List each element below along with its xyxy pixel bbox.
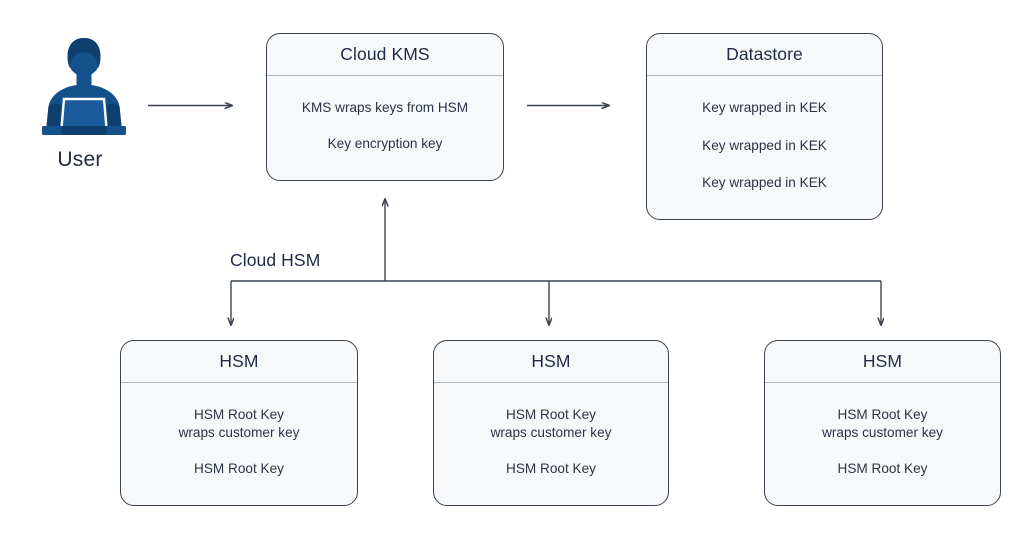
node-datastore-title: Datastore <box>647 34 882 76</box>
node-hsm-3[interactable]: HSM HSM Root Key wraps customer key HSM … <box>764 340 1001 506</box>
node-hsm-3-body: HSM Root Key wraps customer key HSM Root… <box>765 383 1000 505</box>
node-hsm-1-title: HSM <box>121 341 357 383</box>
node-hsm-1-body: HSM Root Key wraps customer key HSM Root… <box>121 383 357 505</box>
node-datastore-body: Key wrapped in KEK Key wrapped in KEK Ke… <box>647 76 882 219</box>
node-hsm-3-row: HSM Root Key <box>837 461 928 477</box>
node-hsm-2-row: HSM Root Key wraps customer key <box>490 406 612 440</box>
node-datastore-row: Key wrapped in KEK <box>702 174 827 190</box>
node-datastore[interactable]: Datastore Key wrapped in KEK Key wrapped… <box>646 33 883 220</box>
node-hsm-2-title: HSM <box>434 341 668 383</box>
node-hsm-1-row: HSM Root Key wraps customer key <box>178 406 300 440</box>
node-cloud-kms-title: Cloud KMS <box>267 34 503 76</box>
node-cloud-kms-row: KMS wraps keys from HSM <box>301 99 469 115</box>
node-hsm-3-title: HSM <box>765 341 1000 383</box>
user-label: User <box>57 148 103 171</box>
node-hsm-3-row: HSM Root Key wraps customer key <box>822 406 943 440</box>
node-cloud-kms-row: Key encryption key <box>327 136 443 152</box>
node-hsm-1[interactable]: HSM HSM Root Key wraps customer key HSM … <box>120 340 358 506</box>
node-datastore-row: Key wrapped in KEK <box>702 137 827 153</box>
node-datastore-row: Key wrapped in KEK <box>702 100 827 116</box>
node-cloud-kms[interactable]: Cloud KMS KMS wraps keys from HSM Key en… <box>266 33 504 181</box>
node-hsm-2-body: HSM Root Key wraps customer key HSM Root… <box>434 383 668 505</box>
user-at-laptop-icon <box>42 38 126 135</box>
node-hsm-2-row: HSM Root Key <box>506 461 596 477</box>
cloud-hsm-group-label: Cloud HSM <box>230 250 321 270</box>
node-cloud-kms-body: KMS wraps keys from HSM Key encryption k… <box>267 76 503 180</box>
node-hsm-2[interactable]: HSM HSM Root Key wraps customer key HSM … <box>433 340 669 506</box>
node-hsm-1-row: HSM Root Key <box>194 461 284 477</box>
